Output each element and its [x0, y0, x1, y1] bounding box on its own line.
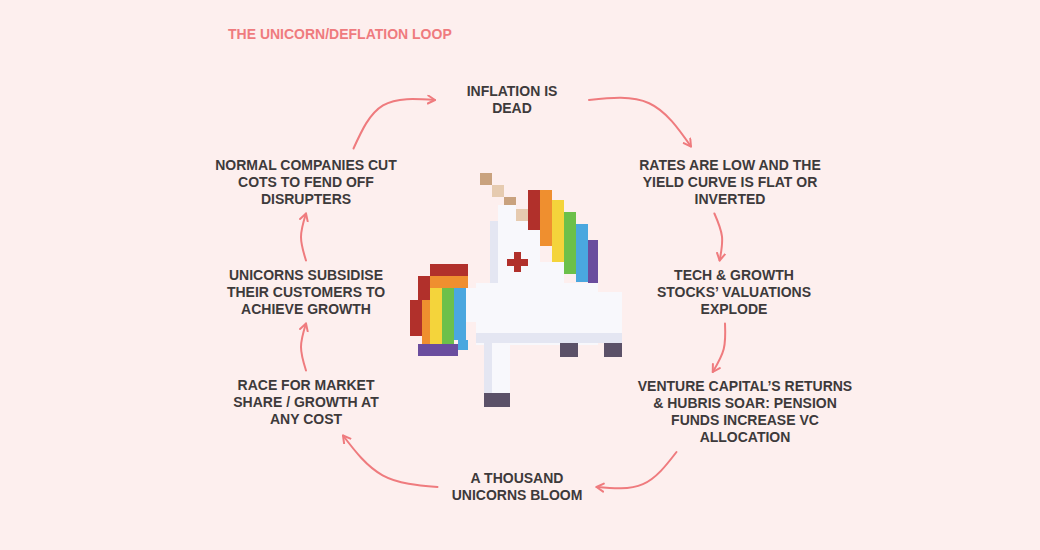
step-label: TECH & GROWTH STOCKS’ VALUATIONS EXPLODE	[644, 267, 824, 318]
loop-step: TECH & GROWTH STOCKS’ VALUATIONS EXPLODE	[644, 267, 824, 318]
unicorn-pixel	[422, 300, 430, 344]
unicorn-pixel	[507, 259, 528, 266]
step-label: UNICORNS SUBSIDISE THEIR CUSTOMERS TO AC…	[216, 267, 396, 318]
loop-arrow	[343, 436, 438, 488]
loop-step: RACE FOR MARKET SHARE / GROWTH AT ANY CO…	[231, 377, 381, 428]
diagram-title: THE UNICORN/DEFLATION LOOP	[228, 26, 452, 42]
unicorn-pixel	[480, 173, 492, 185]
unicorn-pixel	[430, 276, 468, 288]
loop-arrow	[354, 99, 436, 149]
unicorn-pixel	[484, 343, 510, 393]
unicorn-pixel	[516, 209, 528, 221]
step-label: NORMAL COMPANIES CUT COTS TO FEND OFF DI…	[211, 157, 401, 208]
unicorn-pixel	[466, 288, 476, 322]
unicorn-pixel	[528, 190, 540, 230]
loop-step: RATES ARE LOW AND THE YIELD CURVE IS FLA…	[633, 157, 828, 208]
loop-arrow	[301, 324, 306, 371]
step-label: RATES ARE LOW AND THE YIELD CURVE IS FLA…	[633, 157, 828, 208]
unicorn-pixel	[430, 288, 442, 344]
unicorn-pixel	[454, 288, 466, 340]
unicorn-pixel	[484, 343, 492, 393]
step-label: VENTURE CAPITAL’S RETURNS & HUBRIS SOAR:…	[638, 378, 853, 446]
loop-arrow	[589, 98, 691, 147]
loop-arrow	[713, 324, 726, 373]
unicorn-pixel	[490, 221, 540, 283]
unicorn-pixel	[458, 340, 468, 350]
unicorn-pixel	[604, 343, 622, 357]
unicorn-pixel	[560, 343, 578, 357]
step-label: A THOUSAND UNICORNS BLOOM	[450, 470, 585, 504]
unicorn-pixel	[498, 205, 516, 221]
unicorn-pixel	[588, 240, 598, 284]
unicorn-pixel	[484, 393, 510, 407]
unicorn-pixel	[490, 221, 498, 283]
unicorn-pixel	[540, 262, 564, 286]
loop-step: INFLATION IS DEAD	[447, 83, 577, 117]
unicorn-pixel	[598, 292, 622, 336]
loop-arrow	[597, 452, 677, 488]
unicorn-pixel	[418, 344, 458, 356]
loop-step: UNICORNS SUBSIDISE THEIR CUSTOMERS TO AC…	[216, 267, 396, 318]
unicorn-pixel	[552, 200, 564, 262]
unicorn-pixel	[410, 300, 422, 336]
unicorn-pixel	[442, 288, 454, 344]
unicorn-pixel	[576, 224, 588, 282]
step-label: INFLATION IS DEAD	[447, 83, 577, 117]
step-label: RACE FOR MARKET SHARE / GROWTH AT ANY CO…	[231, 377, 381, 428]
unicorn-pixel	[476, 333, 622, 343]
unicorn-pixel	[430, 264, 468, 276]
loop-arrow	[301, 214, 306, 261]
loop-step: A THOUSAND UNICORNS BLOOM	[450, 470, 585, 504]
loop-arrow	[714, 214, 722, 261]
loop-step: NORMAL COMPANIES CUT COTS TO FEND OFF DI…	[211, 157, 401, 208]
unicorn-pixel	[492, 185, 504, 197]
loop-step: VENTURE CAPITAL’S RETURNS & HUBRIS SOAR:…	[638, 378, 853, 446]
unicorn-pixel	[564, 212, 576, 274]
unicorn-pixel	[418, 276, 430, 300]
unicorn-pixel	[540, 190, 552, 246]
